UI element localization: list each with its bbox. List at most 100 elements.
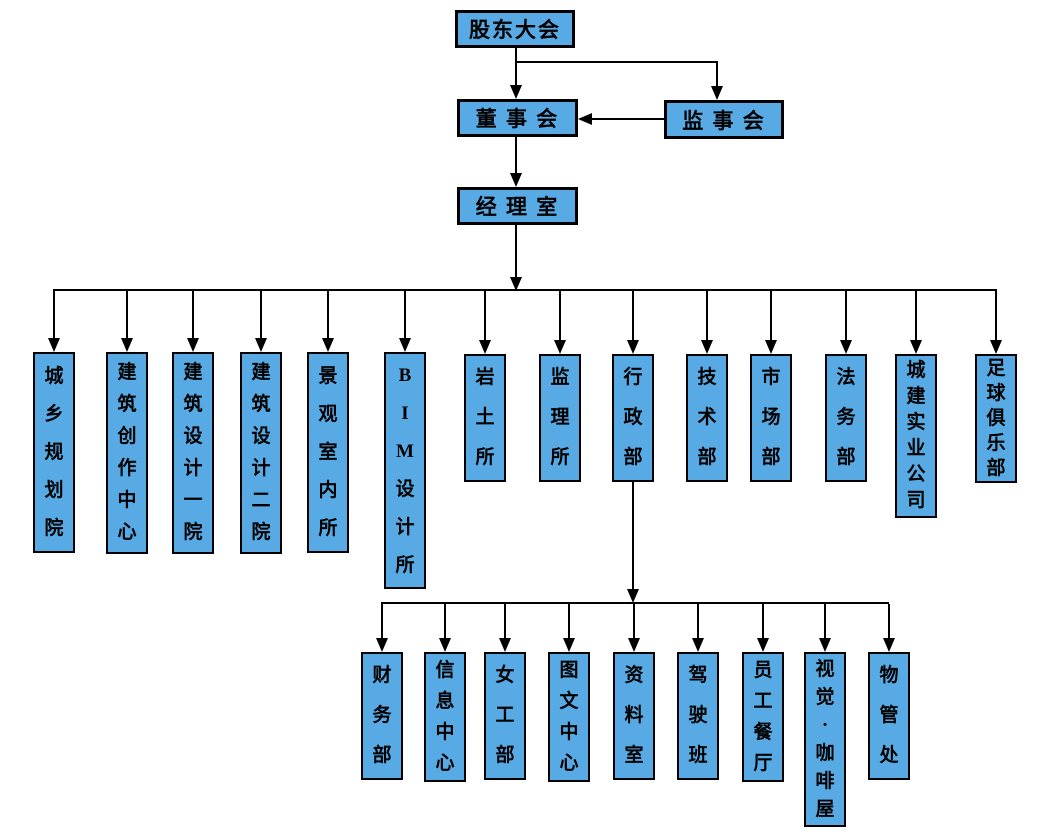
node-label: 经 理 室	[475, 195, 560, 219]
node-architectural-design-institute-2: 建 筑 设 计 二 院	[240, 352, 282, 554]
arrow-down-icon	[510, 173, 522, 187]
node-urban-construction-industrial-company: 城 建 实 业 公 司	[895, 354, 937, 518]
node-label: 女 工 部	[495, 665, 515, 766]
node-shareholders-meeting: 股东大会	[455, 10, 575, 48]
arrow-down-icon	[554, 340, 566, 354]
arrow-left-icon	[578, 113, 592, 125]
arrow-down-icon	[479, 340, 491, 354]
connector-line	[260, 291, 262, 338]
arrow-down-icon	[439, 638, 451, 652]
connector-line	[504, 604, 506, 638]
connector-line	[444, 604, 446, 638]
arrow-down-icon	[757, 638, 769, 652]
connector-line	[381, 602, 889, 604]
node-board-of-directors: 董 事 会	[457, 99, 578, 137]
node-label: 资 料 室	[624, 665, 644, 766]
connector-line	[770, 291, 772, 340]
connector-line	[706, 291, 708, 340]
node-label: 股东大会	[469, 18, 561, 42]
arrow-down-icon	[399, 338, 411, 352]
connector-line	[381, 604, 383, 638]
connector-line	[126, 291, 128, 338]
arrow-down-icon	[255, 338, 267, 352]
connector-line	[404, 291, 406, 338]
node-marketing-dept: 市 场 部	[750, 354, 792, 482]
node-label: 员 工 餐 厅	[753, 660, 773, 774]
connector-line	[484, 291, 486, 340]
node-architectural-creation-center: 建 筑 创 作 中 心	[106, 352, 148, 554]
node-label: 景 观 室 内 所	[318, 365, 338, 539]
node-bim-design-institute: B I M 设 计 所	[384, 352, 426, 589]
node-label: 法 务 部	[836, 367, 856, 468]
node-label: 城 建 实 业 公 司	[906, 360, 926, 511]
node-administration-dept: 行 政 部	[612, 354, 654, 482]
node-information-center: 信 息 中 心	[424, 652, 466, 782]
arrow-down-icon	[701, 340, 713, 354]
node-supervision-institute: 监 理 所	[539, 354, 581, 482]
connector-line	[762, 604, 764, 638]
connector-line	[53, 291, 55, 338]
node-label: 物 管 处	[879, 665, 899, 766]
node-vision-coffee-house: 视 觉 · 咖 啡 屋	[804, 652, 846, 827]
arrow-down-icon	[819, 638, 831, 652]
arrow-down-icon	[510, 277, 522, 291]
arrow-down-icon	[883, 638, 895, 652]
arrow-down-icon	[765, 340, 777, 354]
node-finance-dept: 财 务 部	[361, 652, 403, 780]
node-label: 城 乡 规 划 院	[44, 365, 64, 539]
connector-line	[716, 61, 718, 86]
connector-line	[632, 482, 634, 589]
connector-line	[995, 291, 997, 340]
connector-line	[633, 604, 635, 638]
node-label: 董 事 会	[475, 107, 560, 131]
arrow-down-icon	[499, 638, 511, 652]
arrow-down-icon	[628, 638, 640, 652]
node-property-management-office: 物 管 处	[868, 652, 910, 780]
arrow-down-icon	[563, 638, 575, 652]
arrow-down-icon	[711, 86, 723, 100]
arrow-down-icon	[376, 638, 388, 652]
node-label: 建 筑 创 作 中 心	[117, 362, 137, 543]
connector-line	[559, 291, 561, 340]
node-legal-affairs-dept: 法 务 部	[825, 354, 867, 482]
node-managers-office: 经 理 室	[457, 187, 578, 225]
arrow-down-icon	[627, 589, 639, 603]
node-label: 驾 驶 班	[688, 665, 708, 766]
arrow-down-icon	[322, 338, 334, 352]
node-architectural-design-institute-1: 建 筑 设 计 一 院	[172, 352, 214, 554]
connector-line	[327, 291, 329, 338]
node-staff-canteen: 员 工 餐 厅	[742, 652, 784, 782]
node-label: 行 政 部	[623, 367, 643, 468]
node-label: 技 术 部	[697, 367, 717, 468]
node-supervisory-board: 监 事 会	[664, 100, 784, 139]
connector-line	[824, 604, 826, 638]
arrow-down-icon	[121, 338, 133, 352]
node-archives-room: 资 料 室	[613, 652, 655, 780]
arrow-down-icon	[910, 340, 922, 354]
node-label: 图 文 中 心	[559, 660, 579, 774]
node-urban-rural-planning-institute: 城 乡 规 划 院	[33, 352, 75, 553]
node-women-workers-dept: 女 工 部	[484, 652, 526, 780]
arrow-down-icon	[692, 638, 704, 652]
connector-line	[53, 289, 997, 291]
node-label: 建 筑 设 计 一 院	[183, 362, 203, 543]
node-driving-team: 驾 驶 班	[677, 652, 719, 780]
connector-line	[697, 604, 699, 638]
arrow-down-icon	[627, 340, 639, 354]
connector-line	[515, 225, 517, 277]
node-graphics-center: 图 文 中 心	[548, 652, 590, 782]
node-landscape-interior-institute: 景 观 室 内 所	[307, 352, 349, 553]
connector-line	[632, 291, 634, 340]
node-label: 监 事 会	[682, 108, 766, 133]
node-label: 财 务 部	[372, 665, 392, 766]
arrow-down-icon	[990, 340, 1002, 354]
connector-line	[568, 604, 570, 638]
connector-line	[515, 137, 517, 173]
connector-line	[888, 604, 890, 638]
node-label: 信 息 中 心	[435, 660, 455, 774]
connector-line	[845, 291, 847, 340]
arrow-down-icon	[510, 85, 522, 99]
connector-line	[192, 291, 194, 338]
node-label: 视 觉 · 咖 啡 屋	[815, 658, 835, 820]
